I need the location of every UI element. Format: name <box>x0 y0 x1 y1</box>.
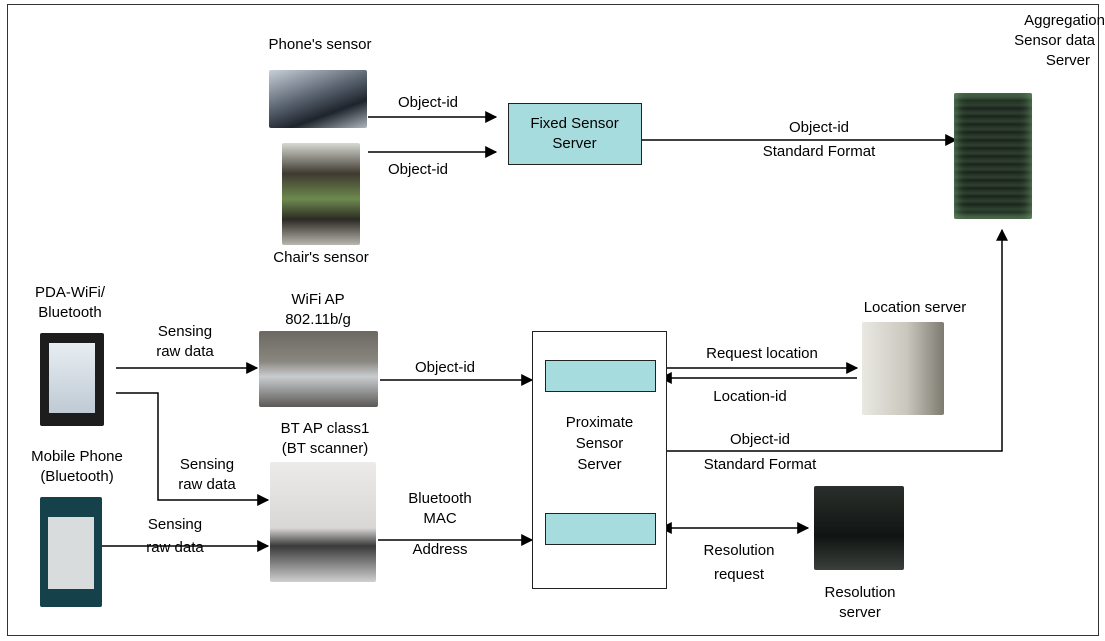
edge-prox-to-agg-label-2: Standard Format <box>703 456 817 473</box>
edge-prox-to-agg-label-1: Object-id <box>729 431 791 448</box>
edge-bt-to-prox-label-3: Address <box>412 541 468 558</box>
edge-resolution-request-label-1: Resolution <box>703 542 775 559</box>
proximate-label-3: Server <box>577 456 622 473</box>
location-server-label: Location server <box>863 299 967 316</box>
aggregation-label-1: Aggregation <box>1024 12 1105 29</box>
pda-label-2: Bluetooth <box>38 304 102 321</box>
edge-bt-to-prox-label-1: Bluetooth <box>408 490 472 507</box>
edge-pda-to-wifi-label-1: Sensing <box>157 323 213 340</box>
edge-resolution-request-label-2: request <box>713 566 765 583</box>
wifi-ap-label-1: WiFi AP <box>291 291 345 308</box>
edge-mobile-to-bt-label-2: raw data <box>146 539 204 556</box>
mobile-phone-image <box>40 497 102 607</box>
edge-fixed-to-agg-label-1: Object-id <box>788 119 850 136</box>
proximate-label-1: Proximate <box>565 414 634 431</box>
edge-mobile-to-bt-label-1: Sensing <box>147 516 203 533</box>
bt-ap-image <box>270 462 376 582</box>
edge-chair-to-fixed-label: Object-id <box>387 161 449 178</box>
wifi-ap-image <box>259 331 378 407</box>
resolution-server-label-2: server <box>839 604 881 621</box>
pda-label-1: PDA-WiFi/ <box>35 284 105 301</box>
proximate-wifi-slot <box>545 360 656 392</box>
resolution-server-image <box>814 486 904 570</box>
fixed-sensor-server-label-1: Fixed Sensor <box>530 115 619 132</box>
arrow-pda-to-bt <box>116 392 270 506</box>
chair-sensor-image <box>282 143 360 245</box>
phone-sensor-image <box>269 70 367 128</box>
wifi-ap-label-2: 802.11b/g <box>285 311 351 328</box>
edge-request-location-label: Request location <box>706 345 818 362</box>
edge-pda-to-bt-label-2: raw data <box>178 476 236 493</box>
edge-fixed-to-agg-label-2: Standard Format <box>762 143 876 160</box>
edge-pda-to-bt-label-1: Sensing <box>179 456 235 473</box>
chair-sensor-label: Chair's sensor <box>273 249 369 266</box>
bt-ap-label-2: (BT scanner) <box>281 440 369 457</box>
resolution-server-label-1: Resolution <box>824 584 896 601</box>
aggregation-server-image <box>954 93 1032 219</box>
mobile-phone-label-2: (Bluetooth) <box>40 468 114 485</box>
fixed-sensor-server-box: Fixed Sensor Server <box>508 103 642 165</box>
mobile-phone-label-1: Mobile Phone <box>31 448 123 465</box>
aggregation-label-2: Sensor data <box>1014 32 1095 49</box>
pda-image <box>40 333 104 426</box>
edge-wifi-to-prox-label: Object-id <box>414 359 476 376</box>
proximate-label-2: Sensor <box>575 435 624 452</box>
edge-location-id-label: Location-id <box>713 388 787 405</box>
edge-pda-to-wifi-label-2: raw data <box>156 343 214 360</box>
edge-bt-to-prox-label-2: MAC <box>423 510 457 527</box>
phone-sensor-label: Phone's sensor <box>268 36 372 53</box>
fixed-sensor-server-label-2: Server <box>552 135 597 152</box>
proximate-bt-slot <box>545 513 656 545</box>
aggregation-label-3: Server <box>1045 52 1090 69</box>
bt-ap-label-1: BT AP class1 <box>280 420 370 437</box>
edge-phone-to-fixed-label: Object-id <box>397 94 459 111</box>
location-server-image <box>862 322 944 415</box>
arrow-proximate-to-aggregation <box>667 228 1008 452</box>
